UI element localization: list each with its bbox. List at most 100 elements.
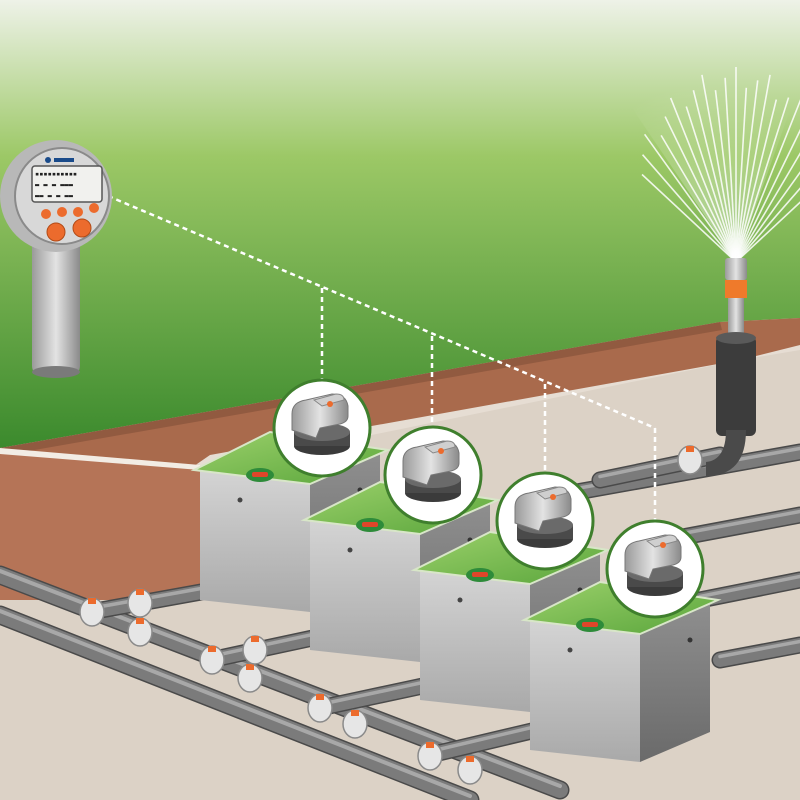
valve-solenoid [291, 393, 349, 439]
valve-box-side [640, 602, 710, 762]
pop-up-sprinkler-icon [630, 67, 800, 476]
spray-jet [701, 74, 737, 263]
valve-box-front [420, 570, 530, 712]
valve-box-front [310, 520, 420, 662]
valve-solenoid-top [645, 534, 678, 548]
fitting-orange-clip [136, 618, 144, 624]
fitting-orange-clip [686, 446, 694, 452]
valve-indicator [550, 494, 556, 500]
sprinkler-head [725, 258, 747, 280]
valve-indicator [438, 448, 444, 454]
controller-logo-icon [45, 157, 51, 163]
spray-jet [669, 97, 737, 263]
sprinkler-body [716, 336, 756, 436]
display-row-1: ▪▪▪▪▪▪▪▪▪▪ [35, 170, 77, 178]
controller-button-big-1 [46, 222, 66, 242]
spray-jet [735, 99, 778, 263]
sprinkler-body-top [716, 332, 756, 344]
signal-lines [107, 194, 657, 522]
fitting-orange-clip [208, 646, 216, 652]
valve-box-screw [457, 597, 463, 603]
spray-jet [692, 90, 737, 263]
valve-solenoid-top [423, 440, 456, 454]
spray-jet [641, 173, 737, 263]
controller-button-2 [57, 207, 67, 217]
sprinkler-orange-ring [725, 280, 747, 298]
valve-solenoid [514, 486, 572, 532]
pipe-highlight [718, 639, 800, 659]
spray-jet [735, 152, 800, 263]
controller-button-1 [41, 209, 51, 219]
valve-box-screw [237, 497, 243, 503]
pipe [693, 573, 800, 607]
spray-jet [735, 74, 771, 263]
lid-logo-tag [362, 522, 378, 527]
valve-box-front [200, 470, 310, 612]
fitting-orange-clip [136, 589, 144, 595]
spray-jet [735, 201, 800, 263]
valve-bubbles [272, 378, 705, 619]
pipe [0, 607, 478, 800]
pipe-network [0, 443, 800, 800]
fitting-orange-clip [251, 636, 259, 642]
valve-indicator [660, 542, 666, 548]
sprinkler-stem [728, 298, 744, 338]
spray-jet [735, 128, 800, 263]
controller-button-big-2 [72, 218, 92, 238]
fitting-orange-clip [316, 694, 324, 700]
spray-jet [735, 87, 748, 263]
soil-cut-top-edge [0, 322, 722, 456]
valve-solenoid-icon [495, 471, 595, 571]
valve-solenoid-top [312, 393, 345, 407]
spray-jet [735, 171, 800, 263]
soil-block-left [0, 448, 200, 600]
valve-solenoid-top [535, 486, 568, 500]
fitting-orange-clip [88, 598, 96, 604]
valve-solenoid [402, 440, 460, 486]
valve-solenoid-icon [272, 378, 372, 478]
lid-logo-tag [252, 472, 268, 477]
lid-logo-tag [472, 572, 488, 577]
spray-jet [664, 116, 737, 263]
controller-handle [32, 218, 80, 376]
spray-jet [714, 90, 737, 263]
spray-jet [735, 187, 800, 263]
fitting-orange-clip [246, 664, 254, 670]
spray-jet [735, 97, 790, 263]
water-spray [630, 67, 800, 263]
spray-jet [641, 154, 737, 263]
lawn-surface [0, 0, 800, 448]
controller-display [31, 165, 103, 203]
spray-jet [660, 134, 737, 263]
display-row-2: ▬ ▬ ▬ ▬▬▬ [35, 181, 74, 189]
pipe [713, 638, 800, 667]
valve-solenoid [624, 534, 682, 580]
valve-solenoid-icon [605, 519, 705, 619]
programmable-remote-controller-icon: ▪▪▪▪▪▪▪▪▪▪ ▬ ▬ ▬ ▬▬▬ ▬▬ ▬ ▬ ▬▬ [0, 140, 112, 378]
pipe-highlight [698, 574, 800, 599]
spray-jet [685, 106, 737, 263]
controller-button-3 [73, 207, 83, 217]
spray-jet [724, 77, 737, 263]
controller-logo-bar [54, 158, 74, 162]
spray-jet [735, 99, 800, 263]
valve-box-front [530, 620, 640, 762]
valve-indicator [327, 401, 333, 407]
valve-box-screw [567, 647, 573, 653]
valve-solenoid-icon [383, 425, 483, 525]
spray-jet [735, 80, 759, 263]
spray-jet [643, 133, 737, 263]
valve-box-screw [347, 547, 353, 553]
controller-handle-base [32, 366, 80, 378]
display-row-3: ▬▬ ▬ ▬ ▬▬ [35, 192, 74, 200]
pipe-highlight [0, 609, 472, 798]
soil-block-left-top [0, 448, 200, 470]
fitting-orange-clip [426, 742, 434, 748]
signal-line [107, 194, 656, 430]
fitting-orange-clip [466, 756, 474, 762]
lid-logo-tag [582, 622, 598, 627]
fitting-orange-clip [351, 710, 359, 716]
valve-box-screw [687, 637, 693, 643]
controller-button-4 [89, 203, 99, 213]
